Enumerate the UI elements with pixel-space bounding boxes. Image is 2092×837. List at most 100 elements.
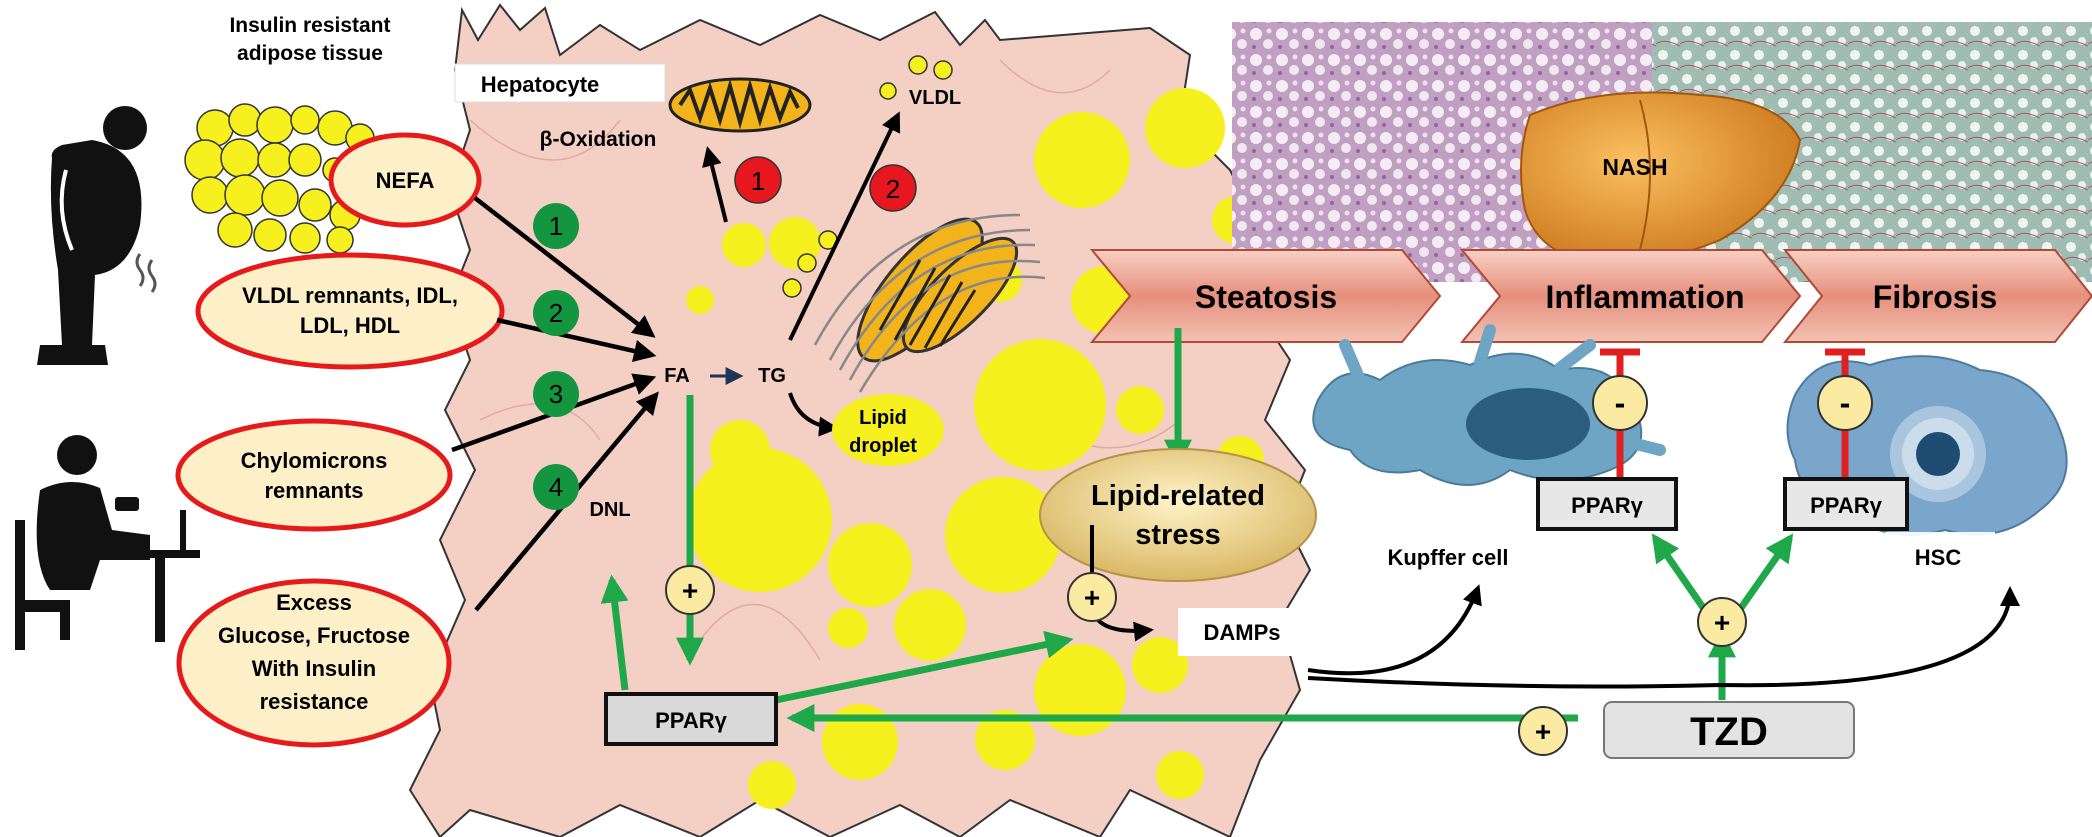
adipocyte: [184, 139, 226, 181]
mitochondria-cluster: [813, 213, 1046, 393]
ppar-box-hepatocyte: PPARγ: [604, 692, 778, 746]
kupffer-cell-illustration: [1312, 324, 1666, 486]
source-oval-nefa: NEFA: [328, 132, 482, 228]
ppar-text-hsc: PPARγ: [1810, 493, 1882, 518]
lipid-droplet: [1156, 751, 1204, 799]
beta-oxidation-label: β-Oxidation: [540, 128, 657, 151]
source-text-glucose-2: Glucose, Fructose: [218, 623, 410, 648]
ppar-text-kupffer: PPARγ: [1571, 493, 1643, 518]
ppar-text-hepatocyte: PPARγ: [655, 708, 727, 733]
source-oval-lipoproteins: VLDL remnants, IDL, LDL, HDL: [195, 252, 505, 370]
lipid-droplet: [686, 286, 714, 314]
source-text-chylomicrons-2: remnants: [264, 478, 363, 503]
plus-text-damps: +: [1084, 582, 1100, 613]
fa-to-beta-oxidation-arrow: [702, 146, 728, 223]
kupffer-label: Kupffer cell: [1387, 545, 1508, 570]
adipocyte: [224, 174, 266, 216]
minus-text-inflammation: -: [1615, 385, 1626, 421]
inhibit-badge-1-text: 1: [751, 166, 765, 196]
adipocyte: [228, 103, 262, 137]
lipid-droplet: [1145, 88, 1225, 168]
source-text-glucose-4: resistance: [260, 689, 369, 714]
adipocyte: [256, 106, 294, 144]
stage-chevron-inflammation: Inflammation: [1459, 249, 1802, 343]
adipocyte: [220, 138, 260, 178]
hsc-label-box: [1885, 532, 1995, 582]
plus-badge-tzd-hepatocyte: +: [1518, 706, 1568, 756]
hepatocyte-label-box: [454, 63, 666, 103]
adipocyte: [326, 226, 354, 254]
stage-chevron-steatosis: Steatosis: [1089, 249, 1442, 343]
lipid-stress-line1: Lipid-related: [1091, 480, 1265, 512]
ppar-box-kupffer: PPARγ: [1536, 477, 1678, 531]
lipid-droplet-highlight: [832, 394, 944, 466]
nash-label: NASH: [1602, 154, 1667, 180]
plus-badge-tzd-branch: +: [1697, 597, 1747, 647]
eating-person-illustration: [15, 435, 200, 650]
adipocyte: [261, 179, 299, 217]
source-text-lipoproteins-1: VLDL remnants, IDL,: [242, 283, 458, 308]
lipid-droplet: [688, 448, 832, 592]
lipid-droplet: [974, 339, 1106, 471]
source-text-glucose-3: With Insulin: [252, 656, 376, 681]
source-text-lipoproteins-2: LDL, HDL: [300, 313, 400, 338]
stage-label-steatosis: Steatosis: [1195, 279, 1337, 315]
source-text-chylomicrons-1: Chylomicrons: [241, 448, 388, 473]
tg-label: TG: [758, 365, 786, 387]
step-badges-green: 1 2 3 4: [533, 203, 579, 510]
mitochondrion-small: [668, 77, 812, 133]
lipid-droplet: [1034, 644, 1126, 736]
lipid-droplet: [828, 608, 868, 648]
lipid-stress-line2: stress: [1135, 519, 1220, 551]
liver-illustration: [1520, 91, 1802, 264]
inhibit-badge-1: 1: [734, 156, 782, 204]
tzd-box: TZD: [1603, 701, 1855, 759]
minus-badge-fibrosis: -: [1817, 375, 1873, 431]
lipid-droplet-label-1: Lipid: [859, 407, 907, 429]
lipid-droplet: [1116, 386, 1164, 434]
lipid-droplet: [822, 704, 898, 780]
green-arrows: [600, 328, 1794, 732]
adipocyte: [288, 143, 322, 177]
lipid-droplet-label-2: droplet: [849, 435, 917, 457]
plus-badge-damps: +: [1067, 572, 1117, 622]
adipocyte: [253, 218, 287, 252]
lipid-droplet: [975, 710, 1035, 770]
step-badge-4: 4: [549, 472, 563, 502]
lipid-droplets: [686, 88, 1264, 809]
hsc-label: HSC: [1915, 545, 1962, 570]
damps-label-box: [1178, 608, 1306, 656]
adipose-title-line2: adipose tissue: [237, 42, 383, 65]
damps-to-kupffer-arrow: [1307, 584, 1482, 676]
source-text-nefa: NEFA: [376, 168, 435, 193]
adipocyte: [217, 212, 253, 248]
lipid-stress-oval: Lipid-related stress: [1039, 448, 1317, 582]
stage-chevron-fibrosis: Fibrosis: [1782, 249, 2092, 343]
ppar-box-hsc: PPARγ: [1783, 477, 1909, 531]
lipid-droplet: [1034, 112, 1130, 208]
tg-to-vldl-arrow: [788, 111, 901, 341]
adipocyte: [298, 188, 332, 222]
stage-label-inflammation: Inflammation: [1545, 279, 1744, 315]
lipid-droplet: [722, 223, 766, 267]
lipid-droplet: [945, 477, 1061, 593]
adipocyte: [191, 176, 229, 214]
damps-to-hsc-arrow: [1307, 586, 2020, 689]
lipid-droplet: [748, 761, 796, 809]
lipid-droplet: [894, 589, 966, 661]
minus-badge-inflammation: -: [1592, 375, 1648, 431]
vldl-label: VLDL: [909, 87, 961, 109]
source-oval-chylomicrons: Chylomicrons remnants: [175, 418, 453, 532]
step-badge-2: 2: [549, 298, 563, 328]
kupffer-label-box: [1346, 532, 1554, 582]
damps-label: DAMPs: [1203, 620, 1280, 645]
minus-text-fibrosis: -: [1840, 385, 1851, 421]
source-text-glucose-1: Excess: [276, 590, 352, 615]
plus-text-hepatocyte: +: [682, 575, 698, 606]
adipocyte: [257, 142, 293, 178]
hepatocyte-label: Hepatocyte: [481, 72, 600, 97]
tzd-label: TZD: [1690, 710, 1768, 754]
stage-label-fibrosis: Fibrosis: [1873, 279, 1997, 315]
adipocyte: [290, 105, 320, 135]
lipid-droplet: [828, 523, 912, 607]
